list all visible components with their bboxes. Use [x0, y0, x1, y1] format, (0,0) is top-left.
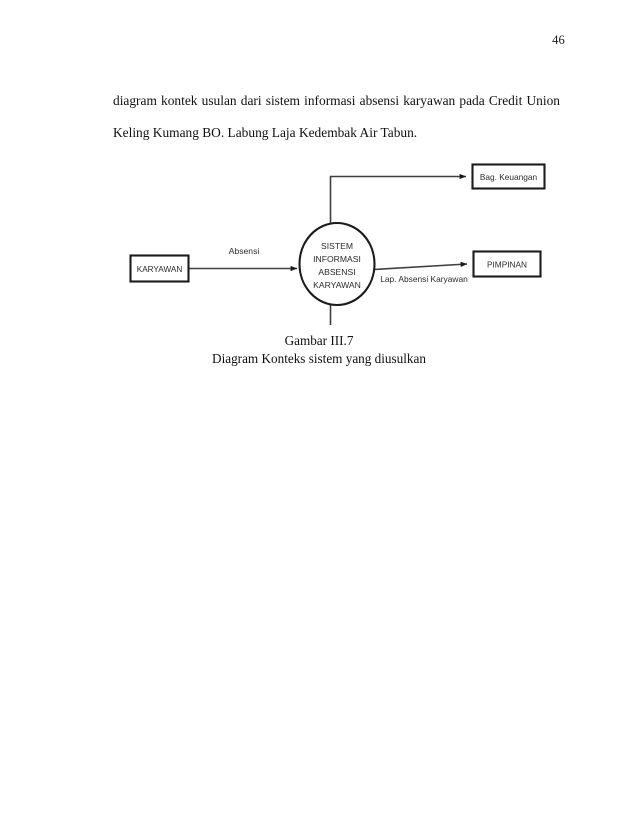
body-paragraph: diagram kontek usulan dari sistem inform…: [113, 85, 560, 149]
body-word: informasi: [304, 93, 356, 108]
flow-line-lap-absensi-karyawan: [373, 261, 468, 271]
entity-box-karyawan: [129, 254, 190, 283]
entity-box-bag-keuangan: [471, 163, 546, 190]
external-entity-bag-keuangan[interactable]: Bag. Keuangan: [471, 163, 546, 190]
figure-caption: Gambar III.7 Diagram Konteks sistem yang…: [0, 332, 638, 367]
data-flow-absensi: Absensi: [189, 246, 298, 272]
body-word: sistem: [265, 93, 300, 108]
entity-box-pimpinan: [472, 250, 542, 278]
external-entity-karyawan[interactable]: KARYAWAN: [129, 254, 190, 283]
entity-label-karyawan: KARYAWAN: [137, 265, 183, 274]
body-word: absensi: [359, 93, 400, 108]
caption-figure-number: Gambar III.7: [284, 333, 354, 348]
context-diagram-figure: Absensi Lap. Absensi Karyawan KARYAWAN S…: [0, 150, 638, 325]
body-word: usulan: [201, 93, 237, 108]
body-line-1: diagram kontek usulan dari sistem inform…: [113, 85, 560, 117]
body-word: diagram: [113, 93, 157, 108]
body-word: pada: [459, 93, 485, 108]
body-word: Credit: [488, 93, 523, 108]
body-word: Union: [526, 93, 560, 108]
body-word: dari: [240, 93, 262, 108]
body-word: karyawan: [403, 93, 456, 108]
body-line-2: Keling Kumang BO. Labung Laja Kedembak A…: [113, 125, 418, 140]
data-flow-lap-absensi-karyawan: Lap. Absensi Karyawan: [373, 261, 468, 284]
process-sistem-informasi-absensi-karyawan[interactable]: SISTEM INFORMASI ABSENSI KARYAWAN: [298, 221, 376, 307]
process-label-line-2: INFORMASI: [313, 254, 361, 264]
external-entity-pimpinan[interactable]: PIMPINAN: [472, 250, 542, 278]
flow-label-lap-absensi-karyawan: Lap. Absensi Karyawan: [380, 274, 468, 284]
process-label-line-1: SISTEM: [321, 241, 353, 251]
entity-label-bag-keuangan: Bag. Keuangan: [480, 172, 538, 182]
process-label-line-4: KARYAWAN: [313, 280, 361, 290]
data-flow-bag-keuangan: [329, 173, 467, 325]
body-word: kontek: [161, 93, 198, 108]
entity-label-pimpinan: PIMPINAN: [487, 259, 527, 269]
process-label-line-3: ABSENSI: [318, 267, 355, 277]
flow-line-bag-keuangan: [329, 173, 467, 325]
caption-title: Diagram Konteks sistem yang diusulkan: [212, 350, 426, 366]
flow-label-absensi: Absensi: [229, 246, 260, 256]
page-number: 46: [552, 33, 565, 47]
process-ellipse: [298, 221, 376, 307]
